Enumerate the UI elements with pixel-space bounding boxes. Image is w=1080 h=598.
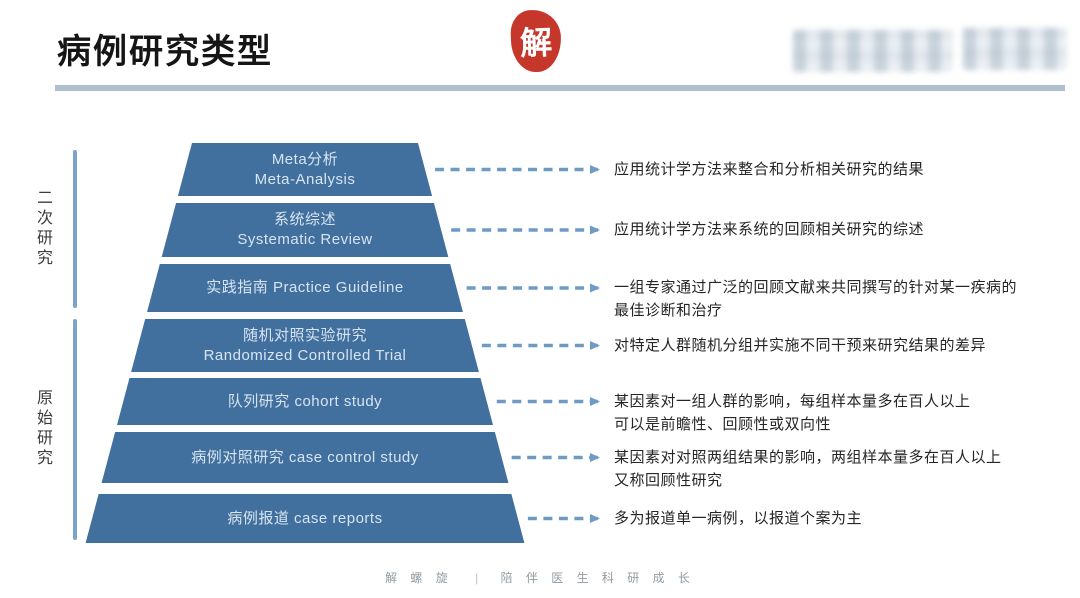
pyramid-level-label-line: Meta分析 [271,150,339,168]
pyramid-level-label-line: Randomized Controlled Trial [203,346,407,364]
description-line: 多为报道单一病例，以报道个案为主 [614,509,863,527]
blurred-watermark [963,28,1067,70]
level-description-7: 多为报道单一病例，以报道个案为主 [614,507,862,530]
pyramid-level-2 [161,203,449,257]
dashed-arrows [435,165,600,523]
footer: 解 螺 旋 | 陪 伴 医 生 科 研 成 长 [0,569,1080,586]
pyramid-level-label-5: 队列研究 cohort study [129,378,480,425]
pyramid-level-label-line: 实践指南 Practice Guideline [206,279,404,296]
footer-separator: | [475,571,479,585]
description-line: 应用统计学方法来系统的回顾相关研究的综述 [614,221,925,238]
pyramid-level-5 [116,378,494,425]
level-description-2: 应用统计学方法来系统的回顾相关研究的综述 [614,218,924,241]
pyramid-level-label-4: 随机对照实验研究 Randomized Controlled Trial [145,319,465,372]
description-line: 对特定人群随机分组并实施不同干预来研究结果的差异 [614,336,987,354]
group-label-secondary-research: 二次研究 [34,189,51,269]
pyramid-level-label-line: 病例报道 case reports [227,509,383,527]
pyramid-level-7 [85,494,525,543]
level-description-3: 一组专家通过广泛的回顾文献来共同撰写的针对某一疾病的最佳诊断和治疗 [614,276,1017,322]
description-line: 某因素对对照两组结果的影响，两组样本量多在百人以上 [614,448,1002,466]
pyramid-level-label-line: 队列研究 cohort study [227,392,383,410]
page-title: 病例研究类型 [57,33,273,71]
pyramid-level-4 [131,319,479,372]
description-line: 某因素对一组人群的影响，每组样本量多在百人以上 [614,392,971,410]
footer-brand: 解 螺 旋 [385,571,453,585]
title-underline [55,85,1065,91]
pyramid-level-label-line: 病例对照研究 case control study [191,448,419,466]
description-line: 又称回顾性研究 [614,471,723,489]
pyramid-level-1 [177,143,433,196]
pyramid-level-label-line: 系统综述 [273,211,336,228]
level-description-5: 某因素对一组人群的影响，每组样本量多在百人以上可以是前瞻性、回顾性或双向性 [614,390,971,436]
group-label-primary-research: 原始研究 [34,389,51,469]
blurred-watermark [793,30,953,72]
footer-slogan: 陪 伴 医 生 科 研 成 长 [500,571,695,585]
description-line: 一组专家通过广泛的回顾文献来共同撰写的针对某一疾病的 [614,279,1018,296]
pyramid-level-label-3: 实践指南 Practice Guideline [160,264,450,312]
level-description-6: 某因素对对照两组结果的影响，两组样本量多在百人以上又称回顾性研究 [614,446,1002,492]
pyramid-level-6 [101,432,509,483]
description-line: 应用统计学方法来整合和分析相关研究的结果 [614,160,925,178]
pyramid-level-label-line: Meta-Analysis [254,170,356,188]
level-description-4: 对特定人群随机分组并实施不同干预来研究结果的差异 [614,334,986,357]
pyramid-level-label-6: 病例对照研究 case control study [115,432,495,483]
pyramid-level-label-1: Meta分析 Meta-Analysis [192,143,418,196]
pyramid-level-label-line: Systematic Review [237,231,373,248]
description-line: 可以是前瞻性、回顾性或双向性 [614,415,832,433]
pyramid-level-label-line: 随机对照实验研究 [242,326,367,344]
pyramid-level-label-7: 病例报道 case reports [99,494,512,543]
level-description-1: 应用统计学方法来整合和分析相关研究的结果 [614,158,924,181]
description-line: 最佳诊断和治疗 [614,302,723,319]
pyramid-rows [85,143,525,543]
pyramid-level-3 [147,264,463,312]
pyramid-level-label-2: 系统综述 Systematic Review [176,203,434,257]
